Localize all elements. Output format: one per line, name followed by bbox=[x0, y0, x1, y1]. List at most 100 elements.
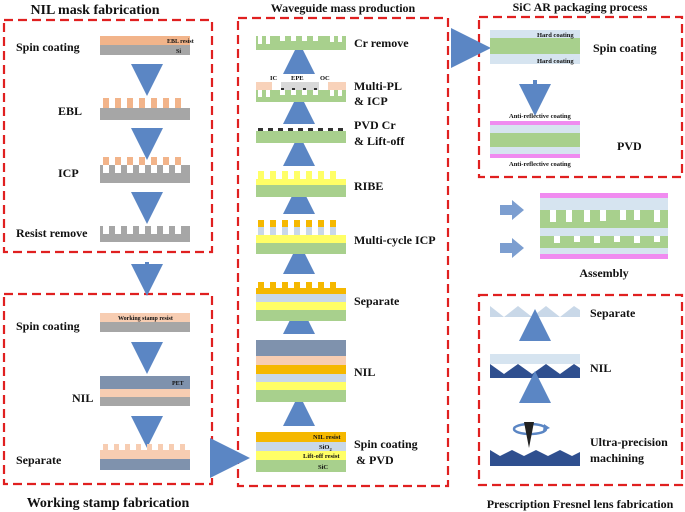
ar-pvd-step: Anti-reflective coating Anti-reflective … bbox=[490, 113, 642, 168]
step-label: Assembly bbox=[579, 266, 628, 280]
sic-grating bbox=[256, 90, 346, 102]
wg-ribe-step: RIBE bbox=[256, 171, 383, 197]
title-working-stamp: Working stamp fabrication bbox=[27, 496, 190, 511]
step-label: machining bbox=[590, 451, 644, 465]
nil-mask-spin-step: Spin coating EBL resist Si bbox=[16, 36, 194, 55]
resist-layer bbox=[490, 354, 580, 364]
sio2-layer bbox=[256, 442, 346, 451]
nil-resist-layer bbox=[256, 432, 346, 442]
layer-label: Hard coating bbox=[537, 32, 574, 39]
step-label: ICP bbox=[58, 166, 79, 180]
working-stamp-box bbox=[2, 292, 214, 486]
diamond-tool bbox=[524, 422, 534, 448]
ic-region bbox=[256, 82, 272, 90]
ebl-resist-layer bbox=[100, 36, 190, 45]
fresnel-machining-step: Ultra-precision machining bbox=[490, 422, 668, 466]
sic-layer bbox=[256, 460, 346, 472]
hard-coating-layer bbox=[540, 198, 668, 210]
ar-spin-step: Hard coating Hard coating Spin coating bbox=[490, 30, 657, 65]
step-label: PVD Cr bbox=[354, 118, 396, 132]
step-label: Spin coating bbox=[16, 319, 80, 333]
layer-label: Si bbox=[176, 49, 181, 55]
arc-bottom-layer bbox=[490, 154, 580, 158]
epe-region bbox=[281, 82, 319, 90]
step-label: Separate bbox=[354, 294, 400, 308]
layer-label: Lift-off resist bbox=[303, 453, 340, 460]
sic-layer bbox=[256, 185, 346, 197]
layer-label: PET bbox=[172, 381, 184, 387]
liftoff-layer bbox=[256, 179, 346, 185]
pet-layer bbox=[100, 459, 190, 470]
sic-layer bbox=[490, 38, 580, 54]
wg-cr-remove-step: Cr remove bbox=[256, 36, 409, 50]
step-label: Multi-cycle ICP bbox=[354, 233, 436, 247]
resist-pillars bbox=[103, 98, 181, 108]
hard-coating-layer bbox=[540, 228, 668, 236]
nil-resist-pillars bbox=[258, 282, 336, 288]
step-label: NIL bbox=[354, 365, 375, 379]
hard-coating-bottom bbox=[490, 54, 580, 64]
etched-si bbox=[100, 165, 190, 183]
layer-label: Anti-reflective coating bbox=[509, 113, 572, 120]
layer-label: NIL resist bbox=[313, 434, 341, 441]
layer-label: SiC bbox=[318, 464, 328, 471]
wg-multi-cycle-step: Multi-cycle ICP bbox=[256, 220, 436, 254]
si-layer bbox=[100, 397, 190, 406]
title-sic-ar: SiC AR packaging process bbox=[513, 0, 648, 14]
resist-pillars bbox=[103, 157, 181, 165]
cr-dashes bbox=[281, 88, 317, 90]
step-label: Spin coating bbox=[16, 40, 80, 54]
hard-coating-layer bbox=[490, 147, 580, 154]
oc-region bbox=[328, 82, 346, 90]
step-label: Ultra-precision bbox=[590, 435, 668, 449]
step-label: Separate bbox=[590, 306, 636, 320]
wg-nil-step: NIL bbox=[256, 340, 375, 402]
nil-mask-box bbox=[2, 18, 214, 254]
fresnel-box bbox=[477, 293, 684, 487]
ws-resist-layer bbox=[100, 389, 190, 397]
wg-multi-pl-step: IC EPE OC Multi-PL & ICP bbox=[256, 75, 402, 108]
fresnel-nil-step: NIL bbox=[490, 354, 611, 378]
sic-ar-box bbox=[477, 15, 684, 179]
arc-layer bbox=[540, 254, 668, 259]
step-label: RIBE bbox=[354, 179, 383, 193]
pet-layer bbox=[100, 376, 190, 389]
sio2-layer bbox=[256, 374, 346, 382]
layer-label: Anti-reflective coating bbox=[509, 161, 572, 168]
step-label: Multi-PL bbox=[354, 79, 402, 93]
assembly-arrow bbox=[500, 238, 524, 258]
ws-separate-step: Separate bbox=[16, 444, 190, 470]
fresnel-separate-step: Separate bbox=[490, 306, 636, 320]
nil-mask-si bbox=[100, 226, 190, 242]
ws-nil-step: NIL PET bbox=[72, 376, 190, 406]
sic-layer bbox=[256, 310, 346, 321]
wg-spin-pvd-step: NIL resist SiO2 Lift-off resist SiC Spin… bbox=[256, 432, 418, 472]
sic-grating bbox=[256, 36, 346, 50]
step-label: PVD bbox=[617, 139, 642, 153]
sio2-layer bbox=[256, 294, 346, 302]
region-label: OC bbox=[320, 75, 330, 82]
step-label: EBL bbox=[58, 104, 82, 118]
si-layer bbox=[100, 322, 190, 332]
layer-label: Hard coating bbox=[537, 58, 574, 65]
step-label: & ICP bbox=[354, 94, 388, 108]
step-label: Spin coating bbox=[354, 437, 418, 451]
sic-layer bbox=[256, 390, 346, 402]
nil-mask-ebl-step: EBL bbox=[58, 98, 190, 120]
sic-layer bbox=[256, 131, 346, 143]
region-label: EPE bbox=[291, 75, 304, 82]
hard-coating-layer bbox=[540, 248, 668, 254]
ws-spin-step: Spin coating Working stamp resist bbox=[16, 313, 190, 333]
rotation-arrowhead bbox=[543, 424, 550, 431]
layer-label: SiO2 bbox=[319, 444, 332, 452]
wg-separate-step: Separate bbox=[256, 282, 400, 321]
hard-coating-top bbox=[490, 30, 580, 38]
etched-multilayer-pillars bbox=[258, 220, 336, 235]
mold-sawtooth bbox=[490, 364, 580, 378]
liftoff-layer bbox=[256, 235, 346, 243]
assembly-arrow bbox=[500, 200, 524, 220]
waveguide-box bbox=[236, 16, 450, 488]
sic-grating bbox=[540, 210, 668, 228]
pet-layer bbox=[256, 340, 346, 356]
